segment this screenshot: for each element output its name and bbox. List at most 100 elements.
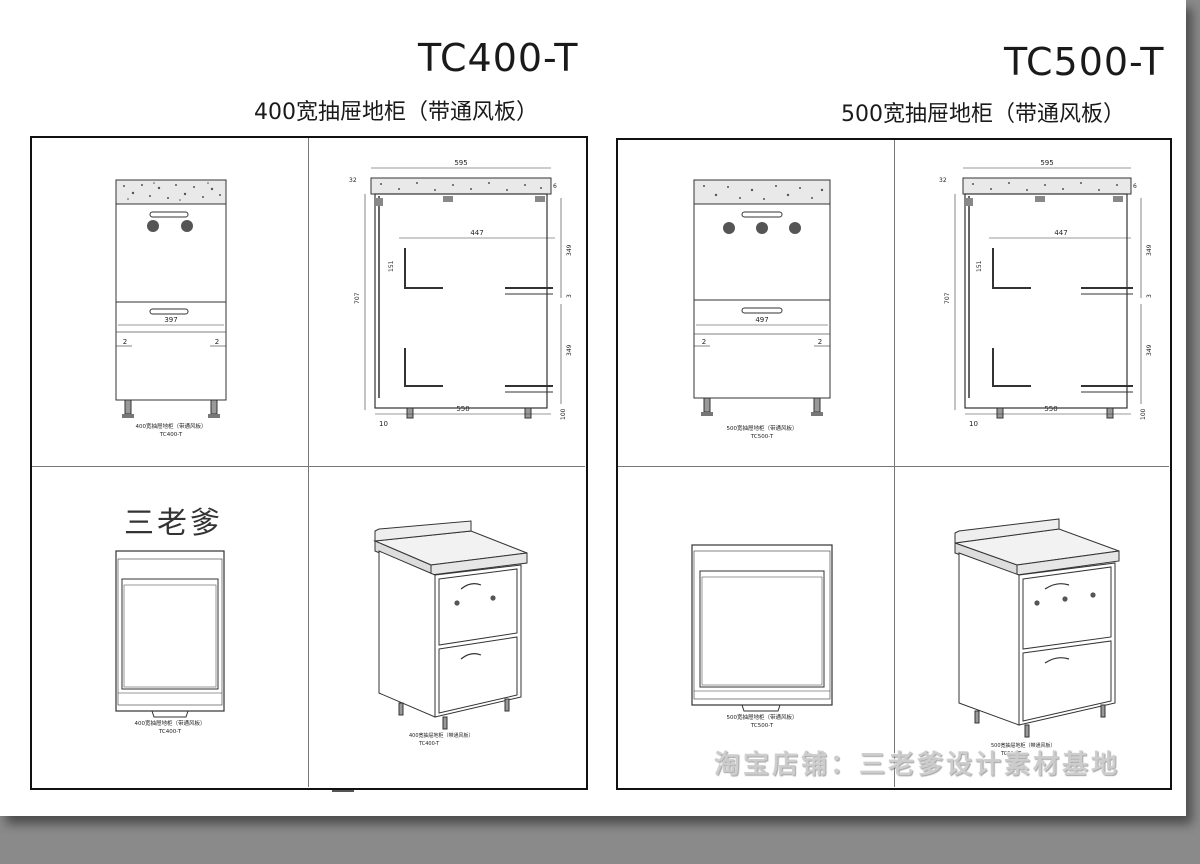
drawer-handle <box>741 704 781 712</box>
panel-divider <box>618 466 1169 467</box>
top-thickness-label: 6 <box>553 183 557 190</box>
caption-line-2: TC400-T <box>158 729 182 735</box>
isometric-view: 500宽抽屉地柜（带通风板） TC500-T <box>954 518 1120 757</box>
mid-gap-label: 3 <box>566 294 573 298</box>
side-section: 595 32 6 447 151 707 349 3 349 <box>349 159 573 428</box>
toe-offset-label: 10 <box>969 420 978 428</box>
backsplash <box>374 520 472 542</box>
cabinet-foot <box>1100 704 1106 718</box>
caption-line-1: 500宽抽屉地柜（带通风板） <box>991 742 1056 749</box>
cabinet-foot <box>811 397 823 416</box>
upper-drawer-front <box>438 568 518 646</box>
upper-drawer-front <box>693 203 831 301</box>
brand-mark: 三老爹 <box>124 506 223 541</box>
side-section: 595 32 6 447 151 707 349 3 349 <box>939 159 1153 428</box>
lower-drawer-front <box>115 301 227 401</box>
top-gap-label: 32 <box>939 177 947 184</box>
depth-top-label: 595 <box>454 159 467 167</box>
vent-hole <box>789 222 801 234</box>
upper-drawer-front <box>1022 566 1112 650</box>
backsplash <box>954 518 1060 544</box>
carcass-outline <box>691 544 833 706</box>
cabinet-side <box>378 550 436 718</box>
hinge-block <box>375 198 383 206</box>
caption-line-1: 400宽抽屉地柜（带通风板） <box>409 732 474 739</box>
countertop-section <box>370 177 552 195</box>
right-model-subtitle: 500宽抽屉地柜（带通风板） <box>841 102 1125 127</box>
side-height-label: 151 <box>388 260 395 272</box>
hinge-block <box>1113 196 1123 202</box>
cabinet-foot <box>1106 407 1114 419</box>
cabinet-foot <box>398 702 404 716</box>
right-gap-label: 2 <box>818 338 822 346</box>
upper-drawer-front <box>115 203 227 303</box>
caption-line-1: 500宽抽屉地柜（带通风板） <box>727 713 798 721</box>
vent-hole <box>756 222 768 234</box>
drawer-handle <box>460 583 482 590</box>
lower-drawer-front <box>1022 640 1112 722</box>
plan-view: 400宽抽屉地柜（带通风板） TC400-T <box>115 550 225 735</box>
caption-line-2: TC400-T <box>159 432 183 438</box>
carcass-outline <box>115 550 225 712</box>
cabinet-foot <box>442 716 448 730</box>
drawer-handle <box>151 710 189 718</box>
cabinet-foot <box>406 407 414 419</box>
caption-line-2: TC400-T <box>418 741 440 747</box>
hinge-block <box>1035 196 1045 202</box>
total-height-label: 707 <box>354 292 361 304</box>
drawer-handle <box>149 308 189 315</box>
depth-top-label: 595 <box>1040 159 1053 167</box>
hinge-block <box>965 198 973 206</box>
top-thickness-label: 6 <box>1133 183 1137 190</box>
cabinet-foot <box>504 698 510 712</box>
left-gap-label: 2 <box>123 338 127 346</box>
lower-drawer-height-label: 349 <box>1146 344 1153 356</box>
shop-watermark: 淘宝店铺：三老爹设计素材基地 <box>714 750 1121 780</box>
caption-line-1: 400宽抽屉地柜（带通风板） <box>136 422 207 430</box>
toe-offset-label: 10 <box>379 420 388 428</box>
page-mark <box>332 790 354 792</box>
bottom-depth-label: 550 <box>456 405 469 413</box>
foot-height-label: 100 <box>1140 408 1147 420</box>
cabinet-foot <box>996 407 1004 419</box>
right-model-code: TC500-T <box>1004 40 1165 84</box>
caption-line-1: 400宽抽屉地柜（带通风板） <box>135 719 206 727</box>
total-height-label: 707 <box>944 292 951 304</box>
countertop <box>115 179 227 205</box>
foot-height-label: 100 <box>560 408 567 420</box>
vent-hole <box>723 222 735 234</box>
left-model-code: TC400-T <box>418 36 579 80</box>
vent-hole <box>490 595 496 601</box>
cabinet-foot <box>974 710 980 724</box>
vent-hole <box>1062 596 1068 602</box>
panel-divider <box>894 140 895 787</box>
inner-width-label: 497 <box>755 316 768 324</box>
hinge-block <box>443 196 453 202</box>
isometric-view: 400宽抽屉地柜（带通风板） TC400-T <box>373 520 528 747</box>
drawer-handle <box>1044 583 1070 590</box>
right-gap-label: 2 <box>215 338 219 346</box>
drawer-handle <box>149 211 189 218</box>
drawer-handle <box>1044 657 1070 664</box>
caption-line-2: TC500-T <box>1000 751 1022 757</box>
carcass-outline <box>374 193 548 409</box>
vent-hole <box>1034 600 1040 606</box>
countertop <box>693 179 831 205</box>
panel-divider <box>308 138 309 787</box>
left-drawing-panel: 397 2 2 400宽抽屉地柜（带通风板） TC400-T 595 32 6 <box>30 136 588 790</box>
countertop-section <box>962 177 1132 195</box>
drawer-depth-label: 447 <box>470 229 483 237</box>
bottom-depth-label: 550 <box>1044 405 1057 413</box>
lower-drawer-height-label: 349 <box>566 344 573 356</box>
vent-hole <box>181 220 193 232</box>
drawer-depth-label: 447 <box>1054 229 1067 237</box>
upper-drawer-height-label: 349 <box>1146 244 1153 256</box>
drawer-handle <box>741 307 783 314</box>
vent-hole <box>1090 592 1096 598</box>
plan-view: 500宽抽屉地柜（带通风板） TC500-T <box>691 544 833 729</box>
mid-gap-label: 3 <box>1146 294 1153 298</box>
vent-hole <box>147 220 159 232</box>
carcass-outline <box>964 193 1128 409</box>
caption-line-2: TC500-T <box>750 434 774 440</box>
lower-drawer-front <box>693 299 831 399</box>
